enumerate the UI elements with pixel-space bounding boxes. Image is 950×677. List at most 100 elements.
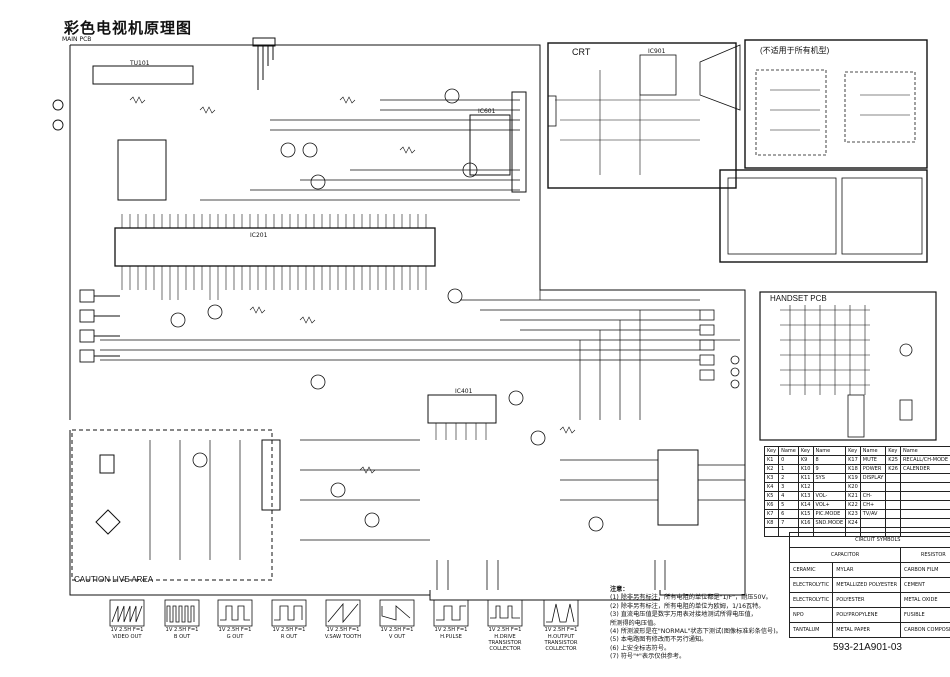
cell: POLYESTER <box>832 592 902 608</box>
cell: SYS <box>812 473 847 483</box>
optional-board-label: (不适用于所有机型) <box>760 46 830 55</box>
symbols-title: CIRCUIT SYMBOLS <box>789 532 950 548</box>
cell: NPO <box>788 607 834 623</box>
waveform-label-v-saw-tooth: V.SAW TOOTH <box>324 634 362 640</box>
main-pcb-label: MAIN PCB <box>62 36 92 43</box>
cell: CEMENT <box>900 577 950 593</box>
name-header: Name <box>778 446 799 456</box>
cell: K24 <box>845 518 861 528</box>
note-line: (7) 符号"*"表示仅供参考。 <box>610 653 686 661</box>
cell: RECALL/CH-MODE <box>899 455 950 465</box>
note-line: (4) 所测波形是在"NORMAL"状态下测试(图像标准彩条信号)。 <box>610 628 782 636</box>
cell: K18 <box>845 464 861 474</box>
cell: K20 <box>845 482 861 492</box>
page-title: 彩色电视机原理图 <box>64 19 193 37</box>
cell <box>899 500 950 510</box>
cell: K14 <box>797 500 814 510</box>
tuner-label: TU101 <box>130 60 150 67</box>
cell: MYLAR <box>832 562 902 578</box>
key-header: Key <box>763 446 780 456</box>
notes-header: 注意： <box>610 586 629 593</box>
cell: K5 <box>763 491 780 501</box>
name-header: Name <box>812 446 847 456</box>
note-line: (1) 除非另有标注，所有电阻的单位都是"1/F"，耐压50V。 <box>610 594 772 602</box>
waveform-scale: 1V 2.5H F=1 <box>165 627 199 633</box>
cell <box>899 518 950 528</box>
capacitor-header: CAPACITOR <box>788 547 902 563</box>
cell: K10 <box>797 464 814 474</box>
cell: K26 <box>885 464 901 474</box>
resistor-header: RESISTOR <box>900 547 950 563</box>
cell: VOL+ <box>812 500 847 510</box>
cell: 5 <box>778 500 799 510</box>
waveform-scale: 1V 2.5H F=1 <box>110 627 144 633</box>
cell: CARBON FILM <box>900 562 950 578</box>
key-header: Key <box>845 446 861 456</box>
waveform-scale: 1V 2.5H F=1 <box>218 627 252 633</box>
name-header: Name <box>899 446 950 456</box>
waveform-label-b-out: B OUT <box>173 634 191 640</box>
note-line: 所测得的电压值。 <box>610 619 660 627</box>
waveform-scale: 1V 2.5H F=1 <box>544 627 578 633</box>
cell: POLYPROPYLENE <box>832 607 902 623</box>
cell: METAL PAPER <box>832 622 902 638</box>
cell: 1 <box>778 464 799 474</box>
cell: K23 <box>845 509 861 519</box>
waveform-label-v-out: V OUT <box>388 634 406 640</box>
cell <box>899 482 950 492</box>
cell <box>763 527 780 537</box>
cell: CH- <box>859 491 887 501</box>
handset-pcb-label: HANDSET PCB <box>770 294 827 303</box>
cell <box>899 509 950 519</box>
cell: K2 <box>763 464 780 474</box>
cell: ELECTROLYTIC <box>788 577 834 593</box>
key-table-header: Key Name Key Name Key Name Key Name <box>763 446 950 456</box>
waveform-scale: 1V 2.5H F=1 <box>434 627 468 633</box>
cell: K15 <box>797 509 814 519</box>
crt-ic-label: IC901 <box>648 48 666 55</box>
crt-board-label: CRT <box>572 47 591 57</box>
cell: 7 <box>778 518 799 528</box>
cell: 8 <box>812 455 847 465</box>
cell: TANTALUM <box>788 622 834 638</box>
note-line: (6) 上安全标志符号。 <box>610 644 671 652</box>
cell: K17 <box>845 455 861 465</box>
cell: SND.MODE <box>812 518 847 528</box>
cell: K4 <box>763 482 780 492</box>
cell: K1 <box>763 455 780 465</box>
cell: K6 <box>763 500 780 510</box>
cell: K12 <box>797 482 814 492</box>
cell: MUTE <box>859 455 887 465</box>
cell <box>885 473 901 483</box>
cell <box>885 491 901 501</box>
cell: K21 <box>845 491 861 501</box>
cell <box>885 518 901 528</box>
waveform-scale: 1V 2.5H F=1 <box>272 627 306 633</box>
waveform-label-r-out: R OUT <box>280 634 298 640</box>
cell: K22 <box>845 500 861 510</box>
name-header: Name <box>859 446 887 456</box>
cell: K7 <box>763 509 780 519</box>
cell: ELECTROLYTIC <box>788 592 834 608</box>
note-line: (3) 直流电压值是数字万用表对接地测试所得电压值， <box>610 611 757 619</box>
circuit-symbols-table: CIRCUIT SYMBOLS CAPACITOR RESISTOR CERAM… <box>788 532 950 638</box>
waveform-scale: 1V 2.5H F=1 <box>326 627 360 633</box>
cell: 0 <box>778 455 799 465</box>
waveform-scale: 1V 2.5H F=1 <box>488 627 522 633</box>
cell: 6 <box>778 509 799 519</box>
waveform-label-h-pulse: H.PULSE <box>440 634 462 640</box>
cell: 4 <box>778 491 799 501</box>
waveform-label-h-output-collector: H.OUTPUT TRANSISTOR COLLECTOR <box>544 634 578 652</box>
cell: K11 <box>797 473 814 483</box>
key-header: Key <box>797 446 814 456</box>
